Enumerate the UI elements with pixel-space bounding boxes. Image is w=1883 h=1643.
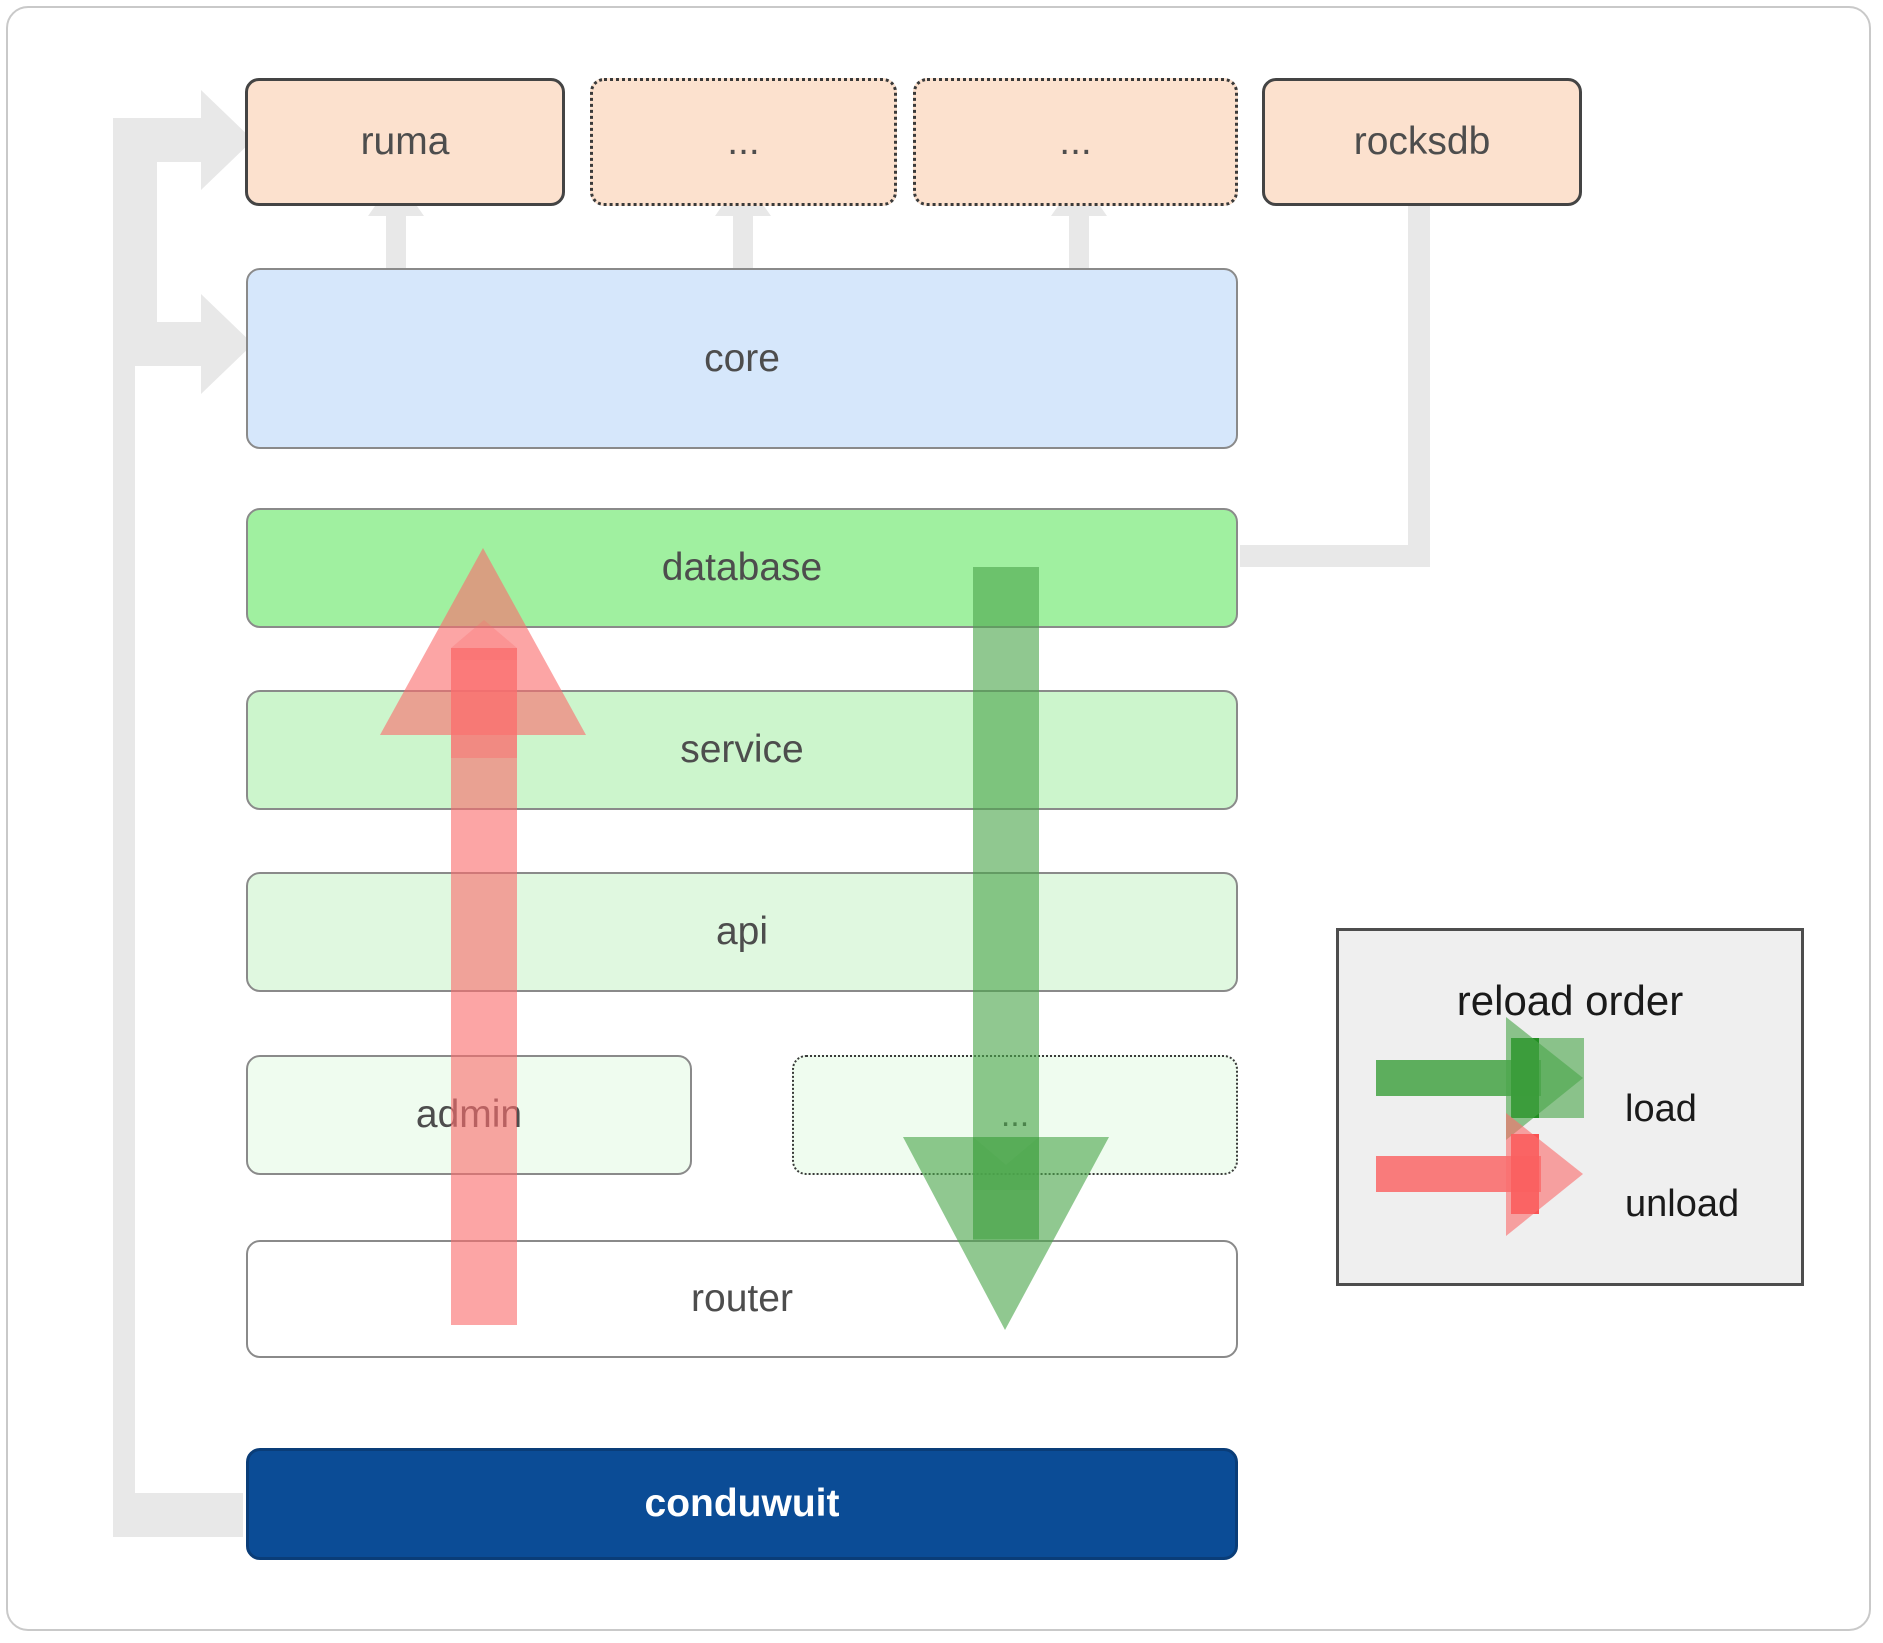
legend-arrow-icons (1376, 1017, 1584, 1236)
layer-label: router (691, 1277, 793, 1320)
dep-label: ruma (360, 120, 450, 163)
layer-box-admin[interactable]: admin (246, 1055, 692, 1175)
dep-label: ... (727, 120, 760, 163)
unload-arrow-icon (1376, 1113, 1583, 1236)
layer-box-api[interactable]: api (246, 872, 1238, 992)
layer-label: core (704, 336, 780, 380)
legend-label-load: load (1625, 1088, 1697, 1130)
layer-label: api (715, 910, 769, 953)
layer-label: database (661, 546, 823, 589)
diagram-card (6, 6, 1871, 1631)
dep-box-ellipsis-1[interactable]: ... (590, 78, 897, 206)
dep-label: rocksdb (1353, 120, 1491, 163)
layer-box-router[interactable]: router (246, 1240, 1238, 1358)
layer-box-core[interactable]: core (246, 268, 1238, 449)
dep-box-ellipsis-2[interactable]: ... (913, 78, 1238, 206)
layer-label: admin (415, 1093, 523, 1136)
dep-label: ... (1059, 120, 1092, 163)
root-box-conduwuit[interactable]: conduwuit (246, 1448, 1238, 1560)
legend-title: reload order (1456, 977, 1684, 1024)
layer-box-admin-ellipsis[interactable]: ... (792, 1055, 1238, 1175)
layer-box-service[interactable]: service (246, 690, 1238, 810)
dep-box-ruma[interactable]: ruma (245, 78, 565, 206)
layer-box-database[interactable]: database (246, 508, 1238, 628)
dep-box-rocksdb[interactable]: rocksdb (1262, 78, 1582, 206)
load-arrow-icon (1376, 1017, 1584, 1140)
root-label: conduwuit (644, 1482, 840, 1525)
layer-label: ... (1000, 1095, 1030, 1134)
legend-label-unload: unload (1625, 1183, 1740, 1225)
layer-label: service (680, 728, 804, 771)
